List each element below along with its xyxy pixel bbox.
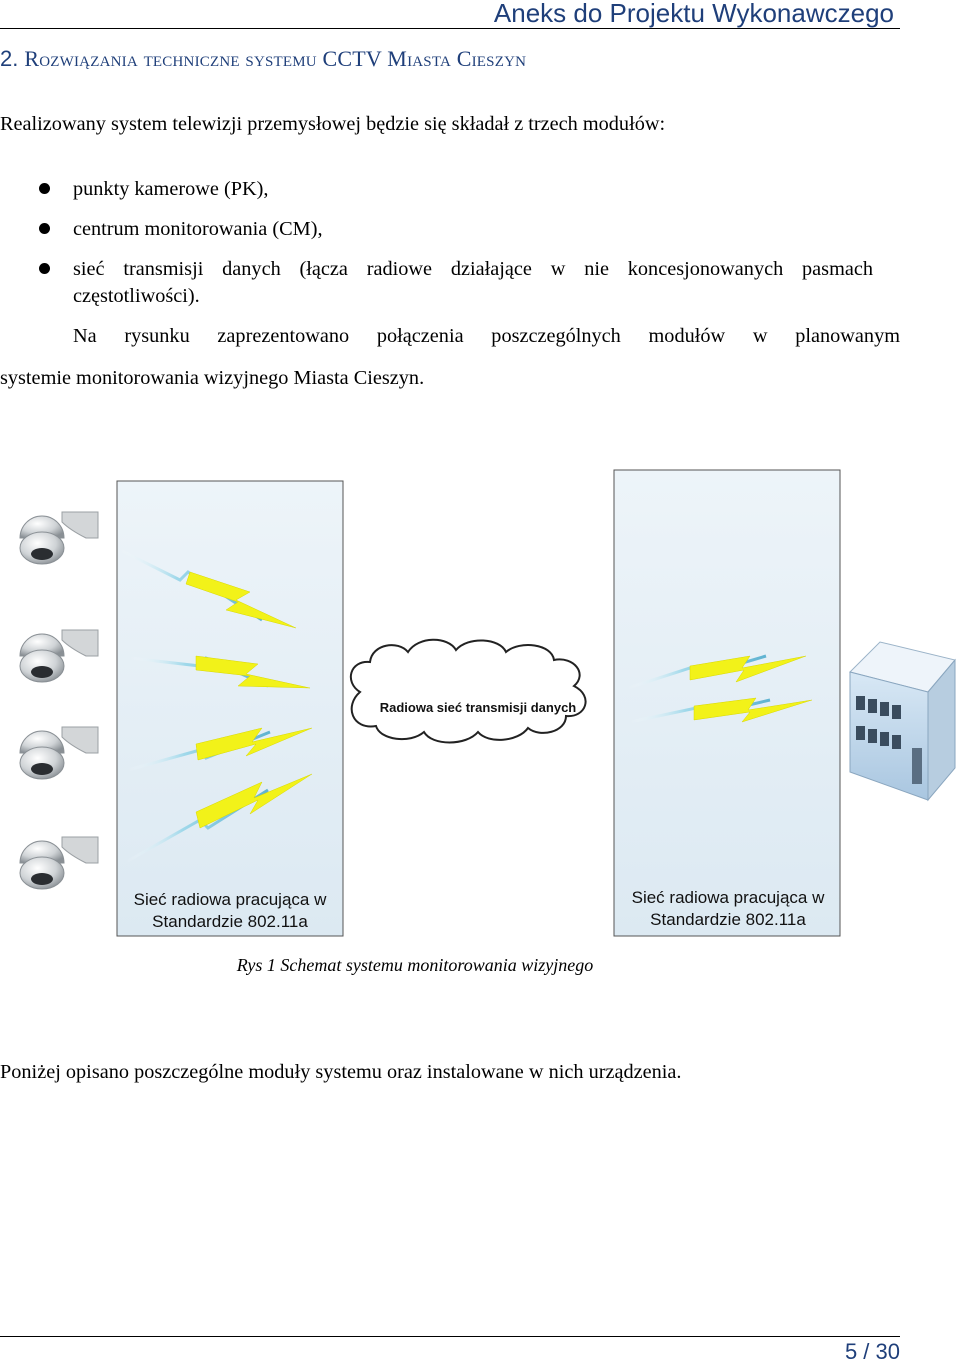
building-icon xyxy=(849,641,956,802)
left-network-panel xyxy=(116,480,344,937)
lightning-bolt-icon xyxy=(127,727,313,772)
system-diagram: Radiowa sieć transmisji danych Sieć radi… xyxy=(0,460,960,950)
figure-intro-line2: systemie monitorowania wizyjnego Miasta … xyxy=(0,367,425,389)
list-item-continuation: częstotliwości). xyxy=(73,285,200,307)
dome-camera-icon xyxy=(19,726,99,780)
document-title: Aneks do Projektu Wykonawczego xyxy=(493,0,894,28)
left-panel-label-line1: Sieć radiowa pracująca w xyxy=(134,890,327,909)
bullet-dot xyxy=(39,183,50,194)
list-item: punkty kamerowe (PK), xyxy=(73,178,269,200)
list-item: sieć transmisji danych (łącza radiowe dz… xyxy=(73,258,873,280)
lightning-bolt-icon xyxy=(119,548,297,629)
left-panel-label-line2: Standardzie 802.11a xyxy=(152,912,308,931)
header-rule xyxy=(0,28,900,29)
lightning-bolt-icon xyxy=(627,654,807,690)
lightning-bolt-icon xyxy=(125,773,313,864)
dome-camera-icon xyxy=(19,511,99,565)
dome-camera-icon xyxy=(19,629,99,683)
list-item: centrum monitorowania (CM), xyxy=(73,218,323,240)
lightning-bolt-icon xyxy=(129,655,311,689)
section-heading: 2.Rozwiązania techniczne systemu CCTV Mi… xyxy=(0,46,526,72)
bullet-dot xyxy=(39,263,50,274)
cloud-label: Radiowa sieć transmisji danych xyxy=(380,700,577,715)
lightning-bolt-icon xyxy=(629,697,813,724)
section-number: 2. xyxy=(0,46,19,71)
footer-rule xyxy=(0,1336,900,1337)
right-panel-label-line2: Standardzie 802.11a xyxy=(650,910,806,929)
bullet-dot xyxy=(39,223,50,234)
dome-camera-icon xyxy=(19,836,99,890)
section-title: Rozwiązania techniczne systemu CCTV Mias… xyxy=(24,46,527,71)
intro-paragraph: Realizowany system telewizji przemysłowe… xyxy=(0,113,666,135)
page-number: 5 / 30 xyxy=(844,1339,900,1364)
closing-paragraph: Poniżej opisano poszczególne moduły syst… xyxy=(0,1061,682,1083)
figure-caption: Rys 1 Schemat systemu monitorowania wizy… xyxy=(236,955,594,975)
cloud-icon: Radiowa sieć transmisji danych xyxy=(349,638,587,744)
right-panel-label-line1: Sieć radiowa pracująca w xyxy=(632,888,825,907)
figure-intro-line1: Na rysunku zaprezentowano połączenia pos… xyxy=(73,325,900,347)
